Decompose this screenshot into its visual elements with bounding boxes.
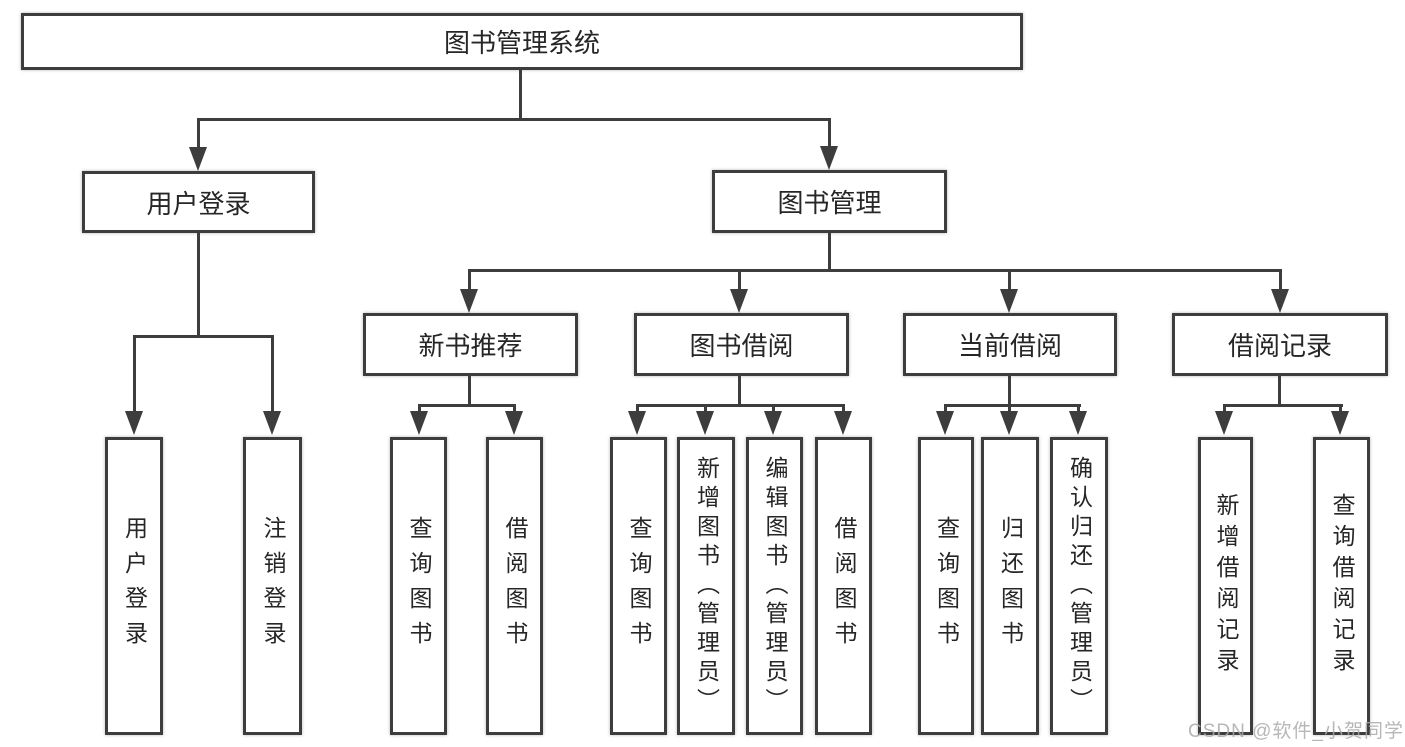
leaf-query-books-current: 查询图书 [918,437,974,735]
arrow-down-icon [1069,411,1087,435]
node-user-login: 用户登录 [82,171,315,233]
node-book-borrow-label: 图书借阅 [689,331,794,361]
connector-line [468,269,471,291]
leaf-add-books-admin: 新增图书（管理员） [677,437,735,735]
arrow-down-icon [460,289,478,313]
node-root: 图书管理系统 [21,13,1023,70]
arrow-down-icon [1000,411,1018,435]
connector-line [519,70,522,120]
arrow-down-icon [764,411,782,435]
node-current-borrow-label: 当前借阅 [957,331,1062,361]
node-user-login-label: 用户登录 [146,188,251,219]
node-current-borrow: 当前借阅 [903,313,1117,376]
node-root-label: 图书管理系统 [443,28,600,58]
arrow-down-icon [505,411,523,435]
node-new-book-recommend: 新书推荐 [363,313,578,376]
leaf-return-books: 归还图书 [981,437,1039,735]
connector-line [828,233,831,272]
csdn-watermark: CSDN @软件_小贺同学 [1188,721,1404,742]
leaf-confirm-return-admin: 确认归还（管理员） [1050,437,1108,735]
leaf-borrow-books-recommend: 借阅图书 [486,437,543,735]
connector-line [513,404,516,413]
leaf-query-borrow-record: 查询借阅记录 [1313,437,1370,735]
arrow-down-icon [125,411,143,435]
connector-line [636,404,845,407]
arrow-down-icon [936,411,954,435]
connector-line [1339,404,1342,413]
leaf-query-books-recommend: 查询图书 [390,437,447,735]
connector-line [944,404,947,413]
arrow-down-icon [1215,411,1233,435]
leaf-edit-books-admin-label: 编辑图书（管理员） [762,455,788,717]
connector-line [1008,404,1011,413]
connector-line [704,404,707,413]
arrow-down-icon [1331,411,1349,435]
arrow-down-icon [628,411,646,435]
connector-line [1077,404,1080,413]
connector-line [1223,404,1226,413]
leaf-borrow-books: 借阅图书 [815,437,872,735]
connector-line [197,118,831,121]
arrow-down-icon [410,411,428,435]
connector-line [1278,376,1281,407]
arrow-down-icon [730,289,748,313]
leaf-query-books-borrow: 查询图书 [610,437,667,735]
node-book-management-label: 图书管理 [777,188,882,218]
node-book-borrow: 图书借阅 [634,313,849,376]
connector-line [1008,269,1011,291]
leaf-return-books-label: 归还图书 [997,516,1024,656]
connector-line [842,404,845,413]
leaf-user-login: 用户登录 [105,437,163,735]
leaf-user-login-label: 用户登录 [121,516,148,656]
node-book-management: 图书管理 [712,170,947,233]
leaf-confirm-return-admin-label: 确认归还（管理员） [1066,455,1093,717]
connector-line [468,269,1282,272]
node-new-book-recommend-label: 新书推荐 [418,331,523,361]
connector-line [418,404,516,407]
leaf-add-borrow-record: 新增借阅记录 [1198,437,1253,735]
arrow-down-icon [820,146,838,170]
arrow-down-icon [696,411,714,435]
connector-line [1008,376,1011,407]
leaf-query-borrow-record-label: 查询借阅记录 [1329,493,1355,679]
leaf-query-books-current-label: 查询图书 [933,516,960,656]
node-borrow-record: 借阅记录 [1172,313,1388,376]
connector-line [1223,404,1343,407]
connector-line [738,376,741,407]
connector-line [828,118,831,149]
leaf-borrow-books-label: 借阅图书 [831,516,857,656]
arrow-down-icon [834,411,852,435]
arrow-down-icon [263,411,281,435]
arrow-down-icon [1271,289,1289,313]
leaf-logout: 注销登录 [243,437,302,735]
connector-line [636,404,639,413]
connector-line [1279,269,1282,291]
connector-line [468,376,471,407]
leaf-query-books-borrow-label: 查询图书 [626,516,652,656]
node-borrow-record-label: 借阅记录 [1227,331,1332,361]
connector-line [772,404,775,413]
leaf-logout-label: 注销登录 [260,516,286,656]
connector-line [133,335,274,338]
connector-line [944,404,1081,407]
connector-line [738,269,741,291]
leaf-borrow-books-recommend-label: 借阅图书 [502,516,528,656]
leaf-query-books-recommend-label: 查询图书 [406,516,432,656]
connector-line [271,335,274,413]
leaf-add-books-admin-label: 新增图书（管理员） [693,455,720,717]
connector-line [197,118,200,149]
arrow-down-icon [189,147,207,171]
connector-line [197,233,200,338]
leaf-edit-books-admin: 编辑图书（管理员） [746,437,803,735]
arrow-down-icon [1000,289,1018,313]
leaf-add-borrow-record-label: 新增借阅记录 [1213,493,1239,679]
connector-line [133,335,136,413]
connector-line [418,404,421,413]
